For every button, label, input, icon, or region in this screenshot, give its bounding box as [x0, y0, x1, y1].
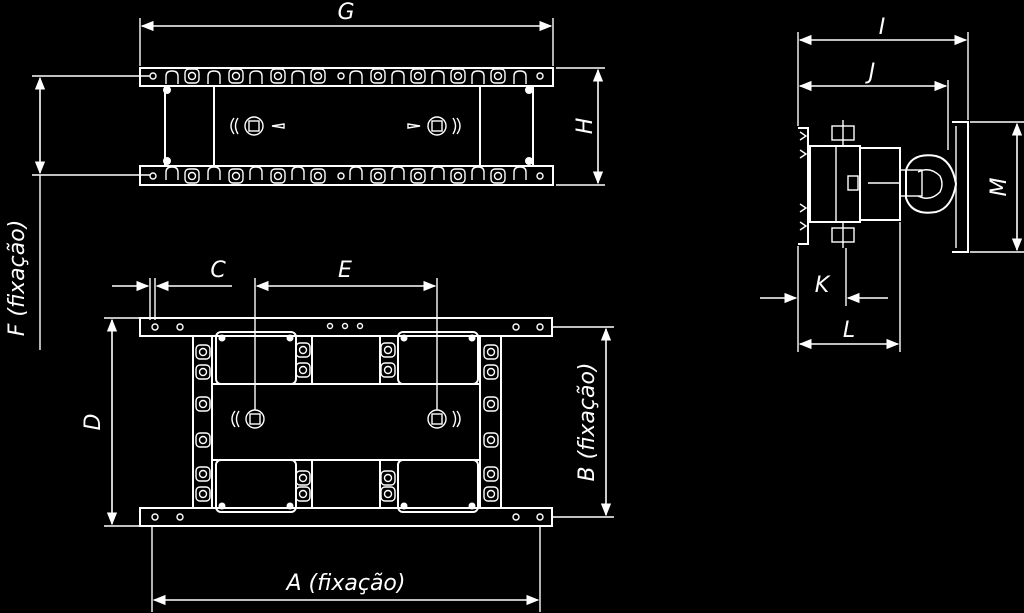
dimension-h: H: [556, 67, 605, 186]
label-a: A (fixação): [285, 571, 406, 596]
label-b: B (fixação): [575, 362, 600, 481]
switch-body: [164, 85, 534, 167]
front-bottom-plate: [139, 507, 553, 527]
label-h: H: [573, 118, 598, 135]
dimension-g: G: [139, 0, 554, 66]
label-g: G: [337, 0, 354, 25]
top-view: [139, 67, 554, 186]
front-top-plate: [139, 317, 553, 337]
label-k: K: [815, 273, 831, 298]
dimension-k: K: [760, 246, 888, 352]
dimension-m: M: [970, 121, 1024, 253]
dimension-f: F (fixação): [5, 75, 150, 350]
label-i: I: [879, 15, 886, 40]
side-handle: [905, 154, 958, 214]
dimension-l: L: [798, 222, 901, 352]
label-l: L: [843, 318, 855, 343]
label-d: D: [81, 414, 106, 431]
shaft-left: [230, 116, 285, 136]
dimension-d: D: [81, 317, 140, 527]
label-m: M: [987, 177, 1012, 196]
dimension-b: B (fixação): [553, 326, 614, 518]
front-shaft-left: [231, 409, 265, 429]
front-view: [139, 317, 553, 527]
label-j: J: [865, 60, 876, 85]
dimension-j: J: [798, 60, 949, 150]
switch-cover: [213, 85, 481, 167]
dimension-a: A (fixação): [151, 526, 541, 612]
dimension-i: I: [797, 15, 969, 126]
label-e: E: [338, 258, 352, 283]
dimension-e: E: [254, 258, 438, 410]
label-f: F (fixação): [5, 220, 30, 337]
side-body: [809, 145, 861, 223]
label-c: C: [210, 258, 226, 283]
dimension-c: C: [112, 258, 232, 320]
front-shaft-right: [427, 409, 461, 429]
side-view: [798, 120, 969, 253]
shaft-right: [407, 116, 461, 136]
